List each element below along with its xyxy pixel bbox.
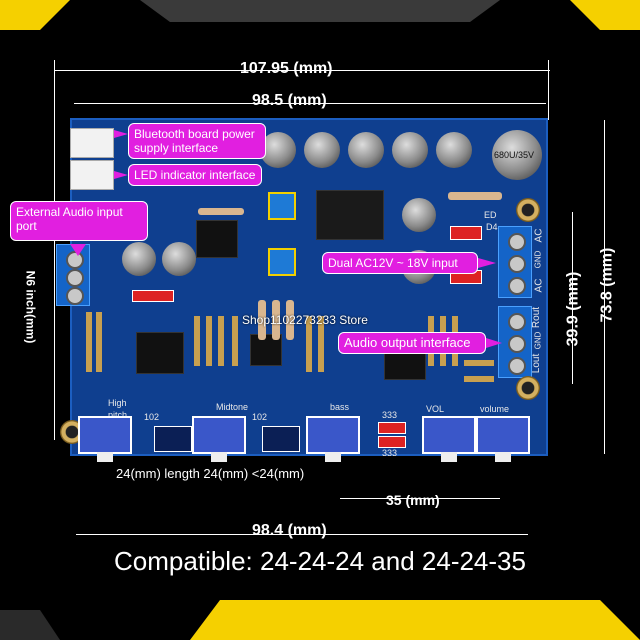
red-capacitor [450,226,482,240]
red-capacitor [378,422,406,434]
pot-volume [476,416,530,462]
label-vol: VOL [426,404,445,414]
callout-bluetooth: Bluetooth board power supply interface [128,123,266,159]
pcb-board: 680U/35V [56,118,548,462]
regulator-chip [316,190,384,240]
capacitor [260,132,296,168]
resistor [448,192,502,200]
callout-dual-ac: Dual AC12V ~ 18V input [322,252,478,274]
smd-component [464,360,494,366]
label-midtone: Midtone [216,402,249,412]
callout-audio-output: Audio output interface [338,332,486,354]
red-capacitor [378,436,406,448]
pot-vol [422,416,476,462]
capacitor [392,132,428,168]
pot-high-pitch [78,416,132,462]
smd-component [194,316,200,366]
store-watermark: Shop1102273233 Store [242,313,368,327]
callout-led: LED indicator interface [128,164,262,186]
capacitor [348,132,384,168]
smd-component [232,316,238,366]
capacitor [402,198,436,232]
dim-bottom-width: 98.4 (mm) [252,522,327,539]
dim-top-outer: 107.95 (mm) [240,60,333,77]
red-capacitor [132,290,174,302]
label-bass: bass [330,402,350,412]
smd-component [318,316,324,372]
label-333a: 333 [382,410,398,420]
smd-component [96,312,102,372]
led-connector [70,160,114,190]
dim-tick [54,60,55,440]
ic-chip [136,332,184,374]
dim-line-35 [340,498,500,499]
smd-component [464,376,494,382]
large-capacitor [492,130,542,180]
label-102b: 102 [252,412,268,422]
label-volume: volume [480,404,510,414]
label-high: High [108,398,127,408]
dim-line-right-inner [572,212,573,384]
capacitor [162,242,196,276]
smd-component [86,312,92,372]
ic-chip [196,220,238,258]
capacitor [122,242,156,276]
label-102a: 102 [144,412,160,422]
resistor [286,300,294,340]
label-333b: 333 [382,448,398,458]
callout-external-audio: External Audio input port [10,201,148,241]
pot-midtone [192,416,246,462]
pot-bass [306,416,360,462]
jumper-block [154,426,192,452]
audio-output-terminal [498,306,532,378]
label-ed: ED [484,210,497,220]
audio-input-terminal [56,244,90,306]
smd-component [306,316,312,372]
bluetooth-connector [70,128,114,158]
dim-top-inner: 98.5 (mm) [252,92,327,109]
dim-line-right [604,120,605,454]
smd-component [206,316,212,366]
dim-line-bottom [76,534,528,535]
dim-knob-spacing: 24(mm) length 24(mm) <24(mm) [116,466,305,481]
resistor [258,300,266,340]
dim-line-top-inner [74,103,546,104]
mounting-hole [516,198,540,222]
capacitor-rating: 680U/35V [494,150,535,160]
capacitor [436,132,472,168]
resistor [198,208,244,215]
mounting-hole [516,376,540,400]
ac-input-terminal [498,226,532,298]
dim-knob-35: 35 (mm) [386,492,440,508]
compatibility-banner: Compatible: 24-24-24 and 24-24-35 [114,546,526,576]
jumper-block [262,426,300,452]
trimmer [268,248,296,276]
capacitor [304,132,340,168]
label-pitch: pitch [108,410,128,420]
label-d4: D4 [486,222,498,232]
dim-line-top-outer [54,70,550,71]
smd-component [218,316,224,366]
trimmer [268,192,296,220]
resistor [272,300,280,340]
dim-tick [548,60,549,120]
